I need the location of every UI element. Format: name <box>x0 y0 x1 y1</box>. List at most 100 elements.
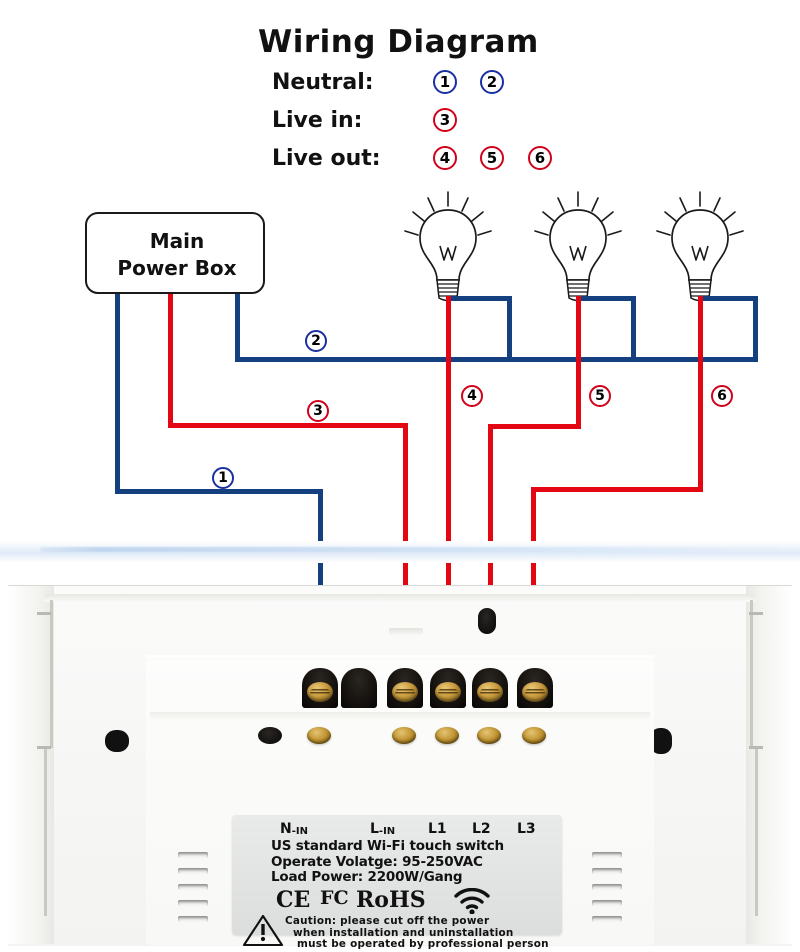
spec-product-name: US standard Wi-Fi touch switch <box>271 838 504 854</box>
faceplate-inner-edge <box>44 594 756 602</box>
wifi-icon <box>453 887 491 918</box>
faceplate-right-seam-top <box>750 600 753 748</box>
caution-line-2: when installation and uninstallation <box>293 926 514 939</box>
terminal-screw-l2[interactable] <box>477 682 503 702</box>
mounting-slot-right <box>650 728 672 754</box>
wire-marker-3: 3 <box>307 400 329 422</box>
glass-highlight <box>40 547 780 552</box>
vent-left-3 <box>178 884 208 890</box>
module-screw-l2[interactable] <box>477 727 501 744</box>
wire-lamp3-neutral-v <box>753 296 758 360</box>
faceplate-left-seam-top <box>50 600 53 748</box>
terminal-screw-l1[interactable] <box>435 682 461 702</box>
wire-neutral-1-v1 <box>115 294 120 494</box>
module-screw-l1[interactable] <box>435 727 459 744</box>
wire-marker-1: 1 <box>212 467 234 489</box>
pin-label-n-in: N-IN <box>280 821 308 837</box>
legend-label-live-out: Live out: <box>272 146 381 171</box>
wire-lamp2-neutral-v <box>631 296 636 360</box>
power-box-label: Main Power Box <box>87 228 267 282</box>
module-hole-1 <box>258 727 282 744</box>
glass-panel-edge <box>0 541 800 563</box>
faceplate-top-tab <box>389 628 423 635</box>
wire-marker-5: 5 <box>589 385 611 407</box>
wire-live-out-5-v1 <box>576 296 581 429</box>
faceplate-right-notch-bottom <box>749 746 763 749</box>
spec-power: Load Power: 2200W/Gang <box>271 869 463 885</box>
wire-neutral-1-h <box>115 489 323 494</box>
terminal-screw-n-in[interactable] <box>307 682 333 702</box>
wire-lamp3-neutral-h <box>700 296 758 301</box>
terminal-screw-l-in[interactable] <box>392 682 418 702</box>
device-spec-label: N-IN L-IN L1 L2 L3 US standard Wi-Fi tou… <box>232 815 562 950</box>
pin-label-l1: L1 <box>428 821 447 837</box>
wire-live-out-6-v1 <box>698 296 703 492</box>
vent-right-4 <box>592 900 622 906</box>
caution-line-3: must be operated by professional person <box>297 938 549 951</box>
lamp-1 <box>400 190 496 310</box>
vent-right-1 <box>592 852 622 858</box>
wire-live-out-6-h <box>531 487 703 492</box>
main-power-box: Main Power Box <box>85 212 265 294</box>
terminal-empty[interactable] <box>341 668 377 708</box>
mounting-slot-left <box>105 730 129 752</box>
faceplate-right-notch-top <box>749 612 763 615</box>
wire-marker-2: 2 <box>305 330 327 352</box>
pin-legend-row: N-IN L-IN L1 L2 L3 <box>232 821 562 838</box>
wire-lamp2-neutral-h <box>578 296 636 301</box>
vent-left-5 <box>178 916 208 922</box>
wire-live-out-5-h <box>488 424 581 429</box>
legend-marker-3: 3 <box>433 108 457 132</box>
pin-label-l-in: L-IN <box>370 821 396 837</box>
module-screw-l3[interactable] <box>522 727 546 744</box>
module-screw-n-in[interactable] <box>307 727 331 744</box>
spec-text-block: US standard Wi-Fi touch switch Operate V… <box>271 838 571 886</box>
faceplate-right-seam-bottom <box>755 748 758 916</box>
legend-marker-5: 5 <box>480 146 504 170</box>
legend-row-live-in: Live in: <box>272 108 362 133</box>
pin-label-l3: L3 <box>517 821 536 837</box>
pin-label-l2: L2 <box>472 821 491 837</box>
legend-marker-1: 1 <box>433 70 457 94</box>
caution-line-1: Caution: please cut off the power <box>285 915 490 927</box>
wire-live-out-4 <box>446 296 451 696</box>
spec-voltage: Operate Volatge: 95-250VAC <box>271 853 483 870</box>
vent-right-2 <box>592 868 622 874</box>
legend-marker-2: 2 <box>480 70 504 94</box>
power-box-line2: Power Box <box>117 256 237 280</box>
legend: Wiring Diagram Neutral: 1 2 Live in: 3 L… <box>0 0 800 190</box>
legend-label-neutral: Neutral: <box>272 70 374 95</box>
wire-lamp1-neutral-v <box>507 296 512 360</box>
wire-lamp1-neutral-h <box>448 296 512 301</box>
lamp-3 <box>652 190 748 310</box>
power-box-line1: Main <box>149 229 205 253</box>
legend-marker-6: 6 <box>528 146 552 170</box>
vent-left-2 <box>178 868 208 874</box>
lamp-2 <box>530 190 626 310</box>
wire-live-in-3-h <box>168 423 408 428</box>
wire-marker-4: 4 <box>461 385 483 407</box>
faceplate-left-notch-top <box>37 612 51 615</box>
module-screw-l-in[interactable] <box>392 727 416 744</box>
vent-left-1 <box>178 852 208 858</box>
wire-neutral-2-v <box>235 294 240 362</box>
vent-left-4 <box>178 900 208 906</box>
legend-row-live-out: Live out: <box>272 146 381 171</box>
faceplate-left-shade <box>8 586 54 944</box>
caution-text: Caution: please cut off the power when i… <box>285 915 560 951</box>
ce-mark: CE <box>276 887 311 913</box>
rohs-mark: RoHS <box>356 887 426 913</box>
faceplate-left-notch-bottom <box>37 746 51 749</box>
legend-marker-4: 4 <box>433 146 457 170</box>
legend-label-live-in: Live in: <box>272 108 363 133</box>
vent-right-3 <box>592 884 622 890</box>
faceplate-right-shade <box>746 586 792 944</box>
wire-marker-6: 6 <box>711 385 733 407</box>
warning-triangle-icon <box>242 914 284 952</box>
wire-neutral-2-bus <box>235 357 758 362</box>
module-pin-hole <box>478 608 496 634</box>
terminal-screw-l3[interactable] <box>522 682 548 702</box>
wire-live-in-3-v1 <box>168 294 173 427</box>
faceplate-left-seam-bottom <box>44 748 47 916</box>
